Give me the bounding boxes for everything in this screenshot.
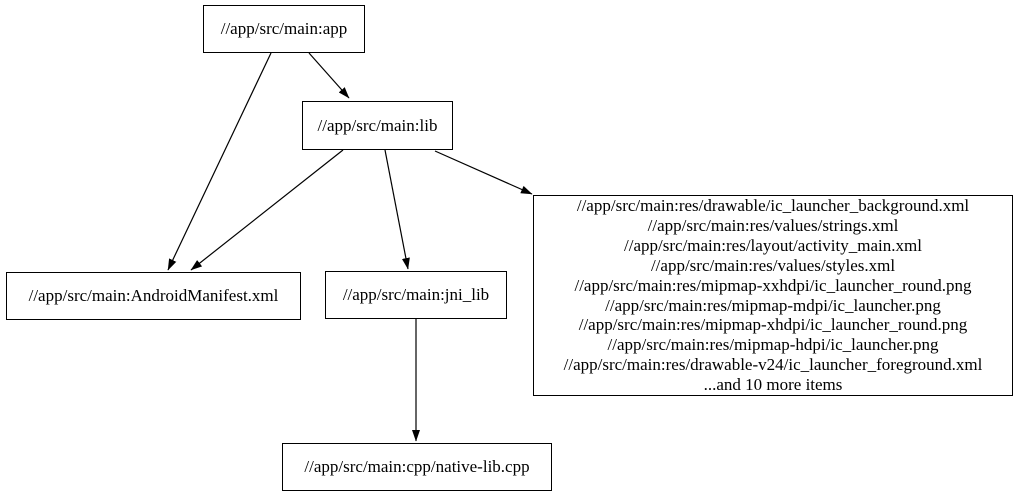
node-app: //app/src/main:app <box>203 5 365 53</box>
res-group-line: //app/src/main:res/mipmap-mdpi/ic_launch… <box>605 295 941 315</box>
node-android-manifest: //app/src/main:AndroidManifest.xml <box>6 272 301 320</box>
node-native-lib-cpp: //app/src/main:cpp/native-lib.cpp <box>282 443 552 491</box>
node-lib: //app/src/main:lib <box>302 101 453 150</box>
res-group-line: //app/src/main:res/values/strings.xml <box>647 215 899 235</box>
edge-lib-to-manifest <box>190 149 344 271</box>
edge-lib-to-res-group <box>434 150 533 195</box>
res-group-line: //app/src/main:res/mipmap-hdpi/ic_launch… <box>607 335 939 355</box>
res-group-more-items: ...and 10 more items <box>703 375 843 395</box>
res-group-line: //app/src/main:res/drawable/ic_launcher_… <box>576 195 970 215</box>
node-res-group: //app/src/main:res/drawable/ic_launcher_… <box>533 195 1013 396</box>
res-group-line: //app/src/main:res/mipmap-xxhdpi/ic_laun… <box>574 275 972 295</box>
edge-app-to-lib <box>308 52 350 99</box>
node-android-manifest-label: //app/src/main:AndroidManifest.xml <box>28 286 279 306</box>
res-group-line: //app/src/main:res/mipmap-xhdpi/ic_launc… <box>578 315 968 335</box>
node-jni-lib: //app/src/main:jni_lib <box>325 271 507 319</box>
edge-app-to-manifest <box>167 52 272 271</box>
res-group-line: //app/src/main:res/layout/activity_main.… <box>624 235 922 255</box>
res-group-line: //app/src/main:res/values/styles.xml <box>650 255 896 275</box>
res-group-line: //app/src/main:res/drawable-v24/ic_launc… <box>563 355 983 375</box>
node-jni-lib-label: //app/src/main:jni_lib <box>342 285 490 305</box>
edge-lib-to-jni-lib <box>384 149 410 270</box>
node-lib-label: //app/src/main:lib <box>317 115 438 135</box>
node-native-lib-cpp-label: //app/src/main:cpp/native-lib.cpp <box>304 457 530 477</box>
node-app-label: //app/src/main:app <box>220 19 348 39</box>
